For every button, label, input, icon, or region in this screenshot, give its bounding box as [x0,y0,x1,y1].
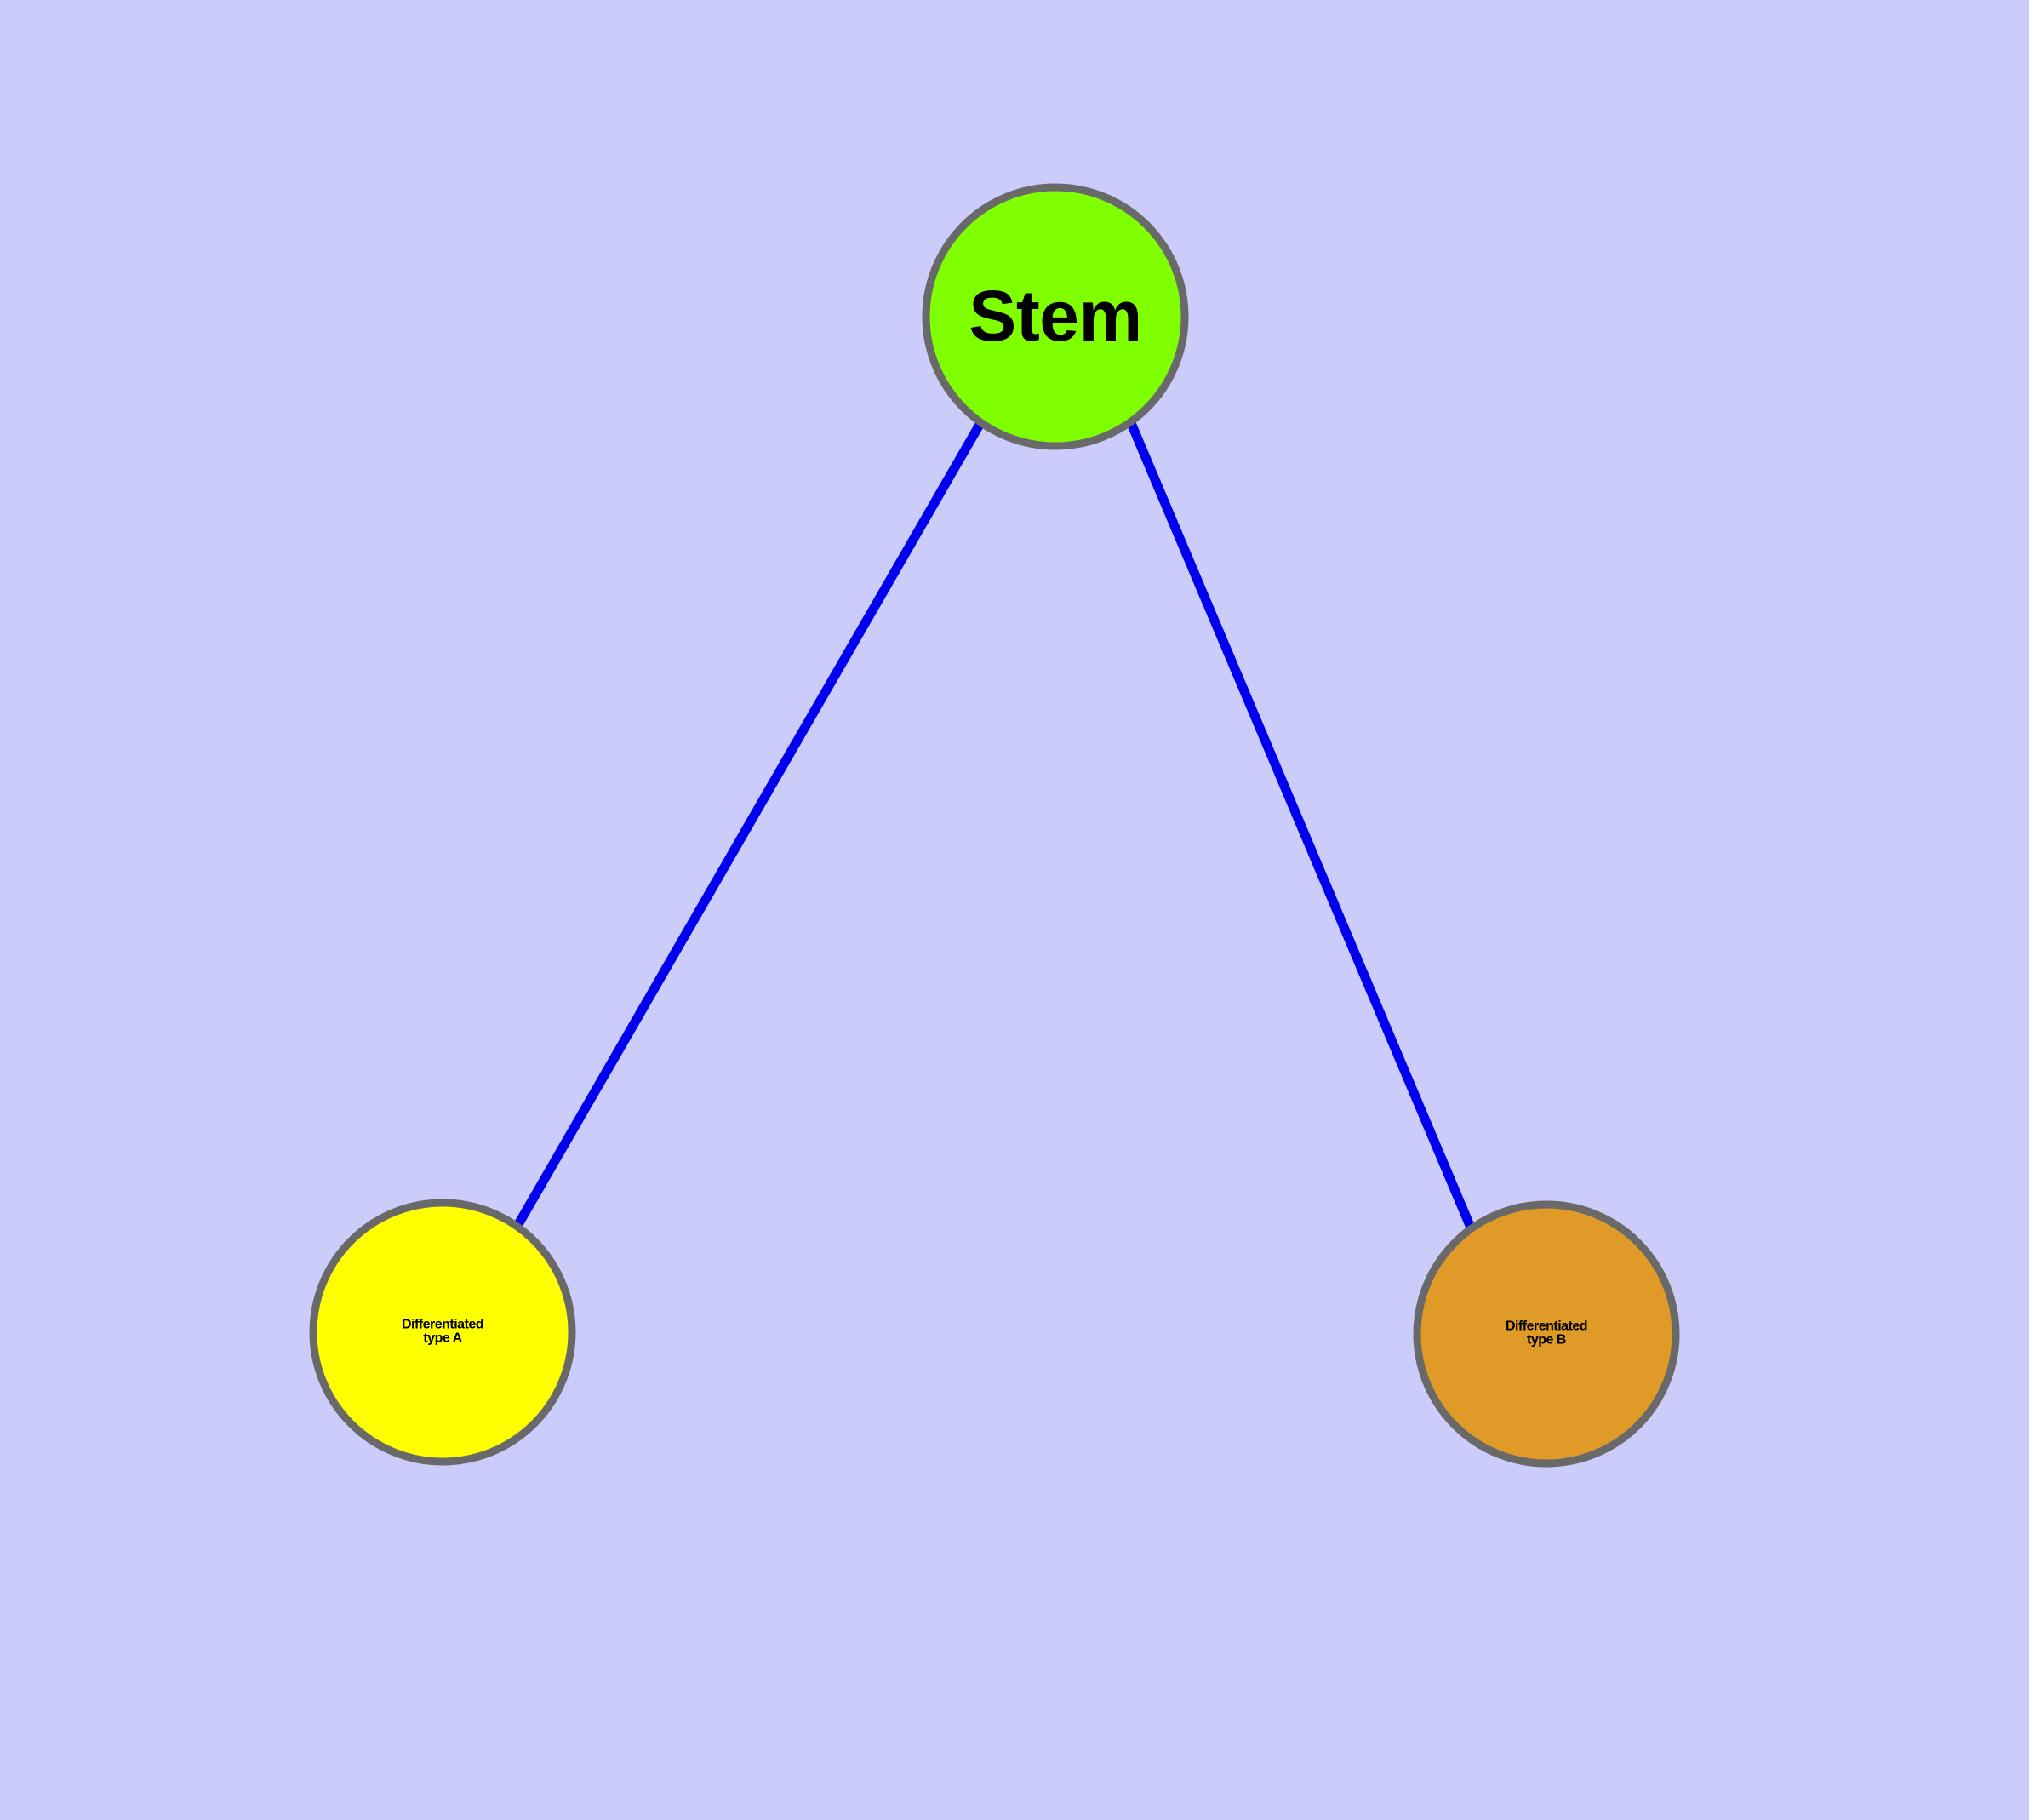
nodes-group [309,183,1680,1468]
edge-stem-to-b[interactable] [1126,421,1476,1230]
node-circle-diff-b[interactable] [1413,1200,1680,1468]
node-circle-diff-a[interactable] [309,1199,576,1466]
edges-group [513,421,1476,1230]
edge-stem-to-a[interactable] [513,421,985,1228]
node-circle-stem[interactable] [922,183,1189,450]
